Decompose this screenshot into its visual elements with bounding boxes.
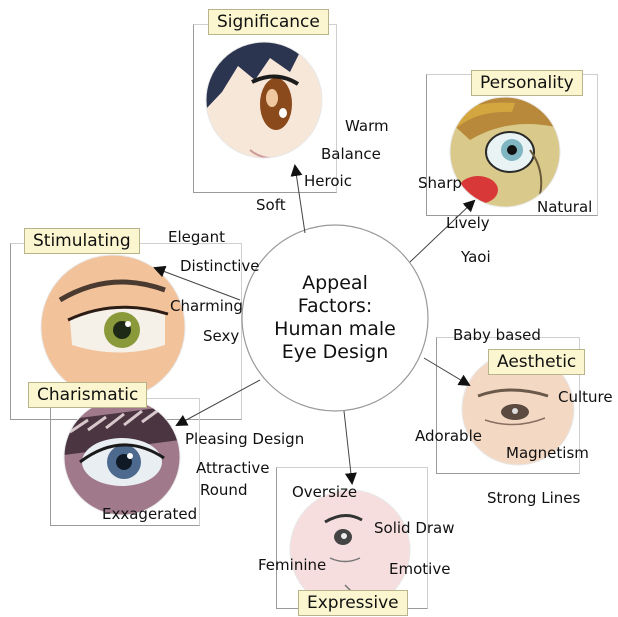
- expressive-label: Expressive: [298, 590, 408, 616]
- arrow-to-charismatic: [177, 380, 260, 425]
- word-natural: Natural: [537, 198, 592, 216]
- center-line-1: Appeal: [252, 272, 418, 295]
- word-distinctive: Distinctive: [180, 257, 260, 275]
- word-oversize: Oversize: [292, 483, 357, 501]
- aesthetic-label: Aesthetic: [488, 349, 585, 375]
- word-emotive: Emotive: [389, 560, 450, 578]
- word-heroic: Heroic: [304, 172, 352, 190]
- word-baby-based: Baby based: [453, 326, 541, 344]
- stimulating-label: Stimulating: [24, 228, 140, 254]
- word-sharp: Sharp: [418, 174, 462, 192]
- significance-label: Significance: [208, 9, 329, 35]
- significance-eye-image: [200, 40, 330, 160]
- word-strong-lines: Strong Lines: [487, 489, 580, 507]
- word-yaoi: Yaoi: [461, 248, 491, 266]
- center-line-2: Factors:: [252, 295, 418, 318]
- arrow-to-expressive: [344, 411, 352, 483]
- word-solid-draw: Solid Draw: [374, 519, 455, 537]
- word-magnetism: Magnetism: [506, 444, 589, 462]
- arrow-to-aesthetic: [424, 358, 469, 385]
- personality-label: Personality: [471, 70, 583, 96]
- word-charming: Charming: [170, 297, 243, 315]
- word-lively: Lively: [446, 214, 490, 232]
- word-sexy: Sexy: [203, 327, 239, 345]
- word-adorable: Adorable: [415, 427, 482, 445]
- center-line-3: Human male: [252, 318, 418, 341]
- word-pleasing-design: Pleasing Design: [185, 430, 304, 448]
- word-exxagerated: Exxagerated: [102, 505, 197, 523]
- word-balance: Balance: [321, 145, 381, 163]
- word-warm: Warm: [345, 117, 389, 135]
- center-title: Appeal Factors: Human male Eye Design: [252, 272, 418, 364]
- word-round: Round: [200, 481, 247, 499]
- word-attractive: Attractive: [196, 459, 270, 477]
- word-culture: Culture: [558, 388, 613, 406]
- word-feminine: Feminine: [258, 556, 326, 574]
- center-line-4: Eye Design: [252, 341, 418, 364]
- word-elegant: Elegant: [168, 228, 225, 246]
- word-soft: Soft: [256, 196, 286, 214]
- charismatic-label: Charismatic: [28, 382, 147, 408]
